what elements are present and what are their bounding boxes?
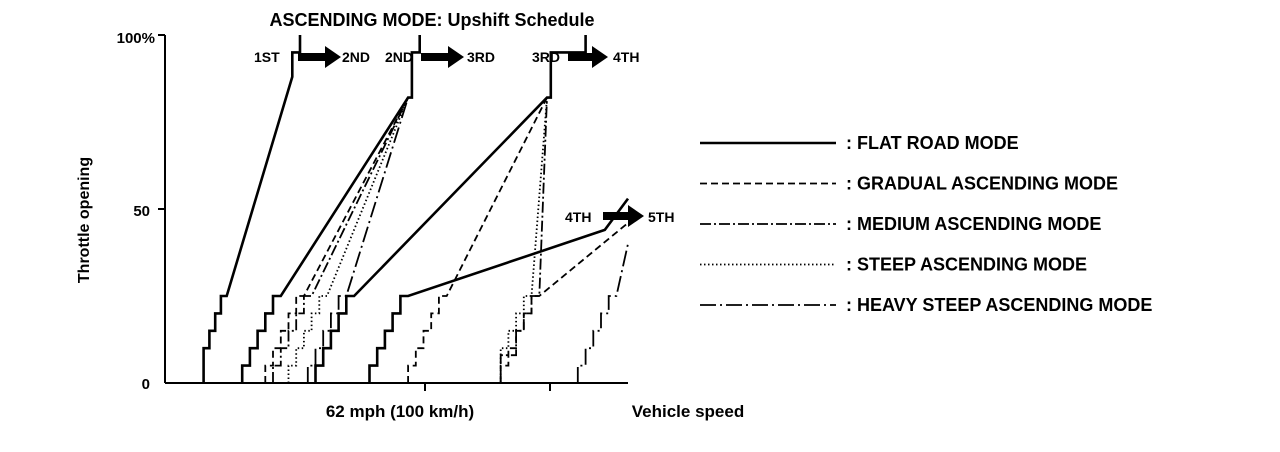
- shift-from-label: 4TH: [565, 209, 591, 225]
- legend-label-1: : FLAT ROAD MODE: [846, 133, 1019, 153]
- shift-to-label: 2ND: [342, 49, 370, 65]
- series-4-line-1: [287, 97, 409, 383]
- shift-arrow-icon: [568, 46, 608, 68]
- shift-from-label: 1ST: [254, 49, 280, 65]
- y-tick-label-50: 50: [133, 203, 150, 220]
- series-1-line-1: [202, 35, 302, 383]
- y-tick-label-100: 100%: [117, 30, 155, 47]
- y-tick-label-0: 0: [142, 376, 150, 393]
- shift-to-label: 4TH: [613, 49, 639, 65]
- shift-label-3-4: 3RD 4TH: [532, 46, 639, 68]
- series-2-line-1: [264, 97, 409, 383]
- shift-to-label: 3RD: [467, 49, 495, 65]
- series-layer: [202, 35, 630, 383]
- series-2-line-2: [407, 97, 548, 383]
- shift-from-label: 2ND: [385, 49, 413, 65]
- chart-title: ASCENDING MODE: Upshift Schedule: [269, 10, 594, 30]
- series-4-line-2: [499, 97, 548, 383]
- shift-arrow-icon: [421, 46, 464, 68]
- legend-label-2: : GRADUAL ASCENDING MODE: [846, 174, 1118, 194]
- legend-label-5: : HEAVY STEEP ASCENDING MODE: [846, 295, 1152, 315]
- shift-label-2-3: 2ND 3RD: [385, 46, 495, 68]
- shift-from-label: 3RD: [532, 49, 560, 65]
- series-5-line-2: [576, 243, 629, 383]
- legend-label-4: : STEEP ASCENDING MODE: [846, 255, 1087, 275]
- x-tick-label: 62 mph (100 km/h): [326, 402, 474, 421]
- series-5-line-1: [306, 97, 409, 383]
- series-3-line-1: [272, 97, 409, 383]
- series-1-line-2: [240, 35, 422, 383]
- shift-to-label: 5TH: [648, 209, 674, 225]
- legend-label-3: : MEDIUM ASCENDING MODE: [846, 214, 1101, 234]
- legend: : FLAT ROAD MODE : GRADUAL ASCENDING MODE…: [700, 133, 1152, 315]
- shift-arrow-icon: [298, 46, 341, 68]
- axes: [158, 34, 628, 391]
- shift-arrow-icon: [603, 205, 644, 227]
- shift-label-1-2: 1ST 2ND: [254, 46, 370, 68]
- series-3-line-2: [499, 97, 548, 383]
- series-1-line-3: [314, 35, 587, 383]
- y-axis-label: Throttle opening: [76, 157, 93, 283]
- x-axis-label: Vehicle speed: [632, 402, 744, 421]
- shift-label-4-5: 4TH 5TH: [565, 205, 674, 227]
- series-1-line-4: [368, 197, 630, 383]
